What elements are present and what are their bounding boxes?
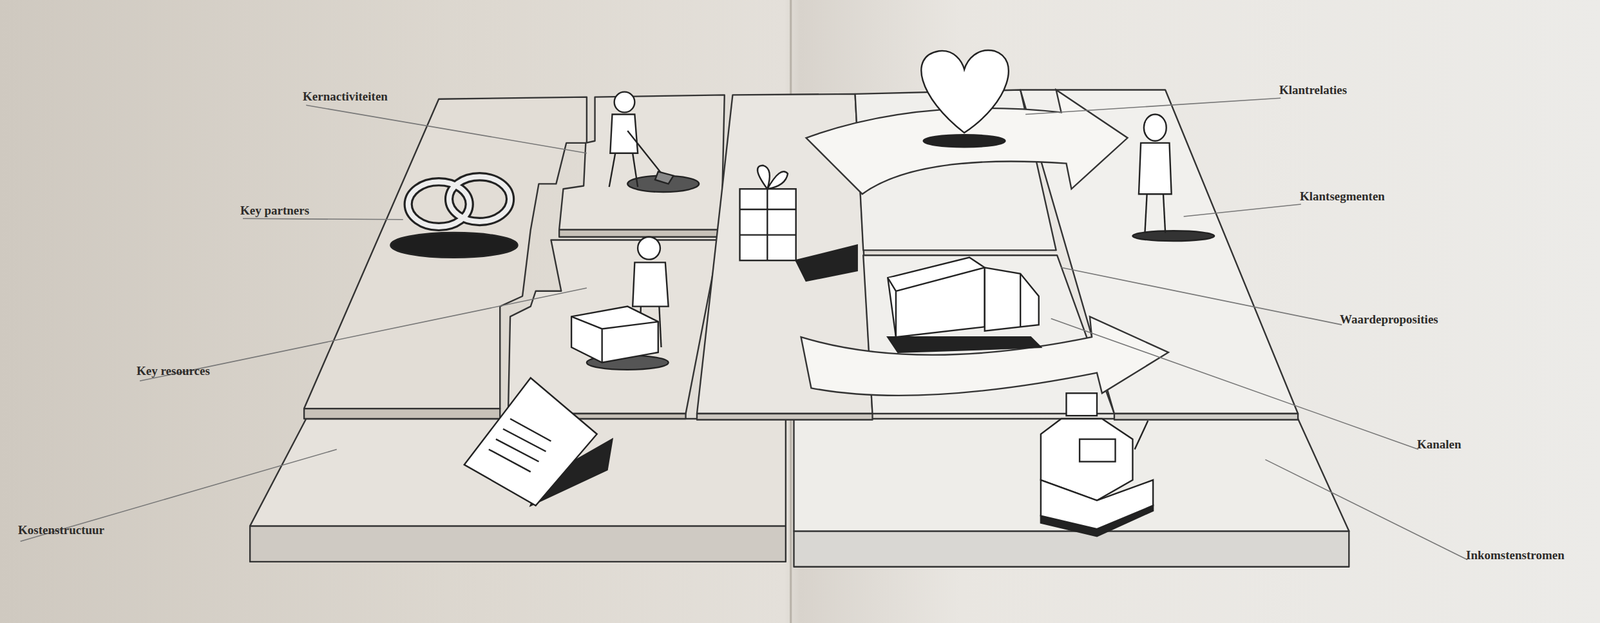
leader-line-part <box>1051 318 1419 450</box>
leader-line-part <box>1025 97 1281 115</box>
worker-icon <box>609 92 699 192</box>
cost-structure-block-part <box>249 525 786 562</box>
leader-line-part <box>1061 267 1343 325</box>
block-label: Kostenstructuur <box>18 523 105 538</box>
worker-icon-part <box>632 153 638 187</box>
revenue-streams-block <box>793 418 1349 567</box>
truck-icon-part <box>887 267 985 337</box>
customer-icon-part <box>1144 193 1147 233</box>
block-label: Inkomstenstromen <box>1466 548 1565 563</box>
worker-icon-part <box>655 171 674 184</box>
leader-line-part <box>242 218 404 220</box>
customer-icon-part <box>1143 114 1167 142</box>
block-label: Kanalen <box>1417 438 1462 452</box>
invoice-icon-part <box>464 378 598 506</box>
flow-arrow <box>801 90 1169 396</box>
leader-line <box>20 97 1468 560</box>
leader-line-part <box>305 104 587 154</box>
truck-icon-part <box>1019 273 1021 327</box>
block-label: Key partners <box>240 204 310 218</box>
worker-icon-part <box>614 92 636 113</box>
rings-icon <box>390 176 518 258</box>
key-activities-block-part <box>559 94 725 230</box>
resource-icon-part <box>632 262 668 306</box>
cash-register-icon-part <box>1066 392 1097 416</box>
resource-icon-part <box>571 306 659 363</box>
resource-icon-part <box>571 316 659 362</box>
rings-icon-part <box>448 176 511 222</box>
worker-icon-part <box>627 130 663 176</box>
customer-segments-block-part <box>1114 413 1298 420</box>
block-label: Kernactiviteiten <box>302 90 388 104</box>
cash-register-icon <box>1040 392 1153 536</box>
truck-icon <box>887 257 1041 352</box>
rings-icon-part <box>390 232 518 258</box>
resource-icon-part <box>637 237 661 260</box>
worker-icon-part <box>609 153 616 187</box>
cash-register-icon-part <box>1134 420 1149 449</box>
truck-icon-part <box>887 336 1041 353</box>
block-label: Klantsegmenten <box>1299 190 1385 204</box>
key-partners-block-part <box>304 408 500 419</box>
rings-icon-part <box>408 181 470 227</box>
block-label: Key resources <box>136 364 210 379</box>
invoice-icon-part <box>495 439 540 462</box>
revenue-streams-block-part <box>793 530 1349 567</box>
leader-line-part <box>1265 459 1468 560</box>
rings-icon-part <box>448 176 511 222</box>
key-activities-block-part <box>559 229 722 238</box>
value-proposition-block-part <box>696 413 873 420</box>
customer-icon-part <box>1163 193 1166 233</box>
truck-icon-part <box>887 257 985 337</box>
customer-icon-part <box>1138 142 1172 194</box>
invoice-icon <box>464 378 613 506</box>
resource-icon <box>571 237 668 370</box>
gift-icon-part <box>757 165 788 189</box>
invoice-icon-part <box>503 428 547 452</box>
leader-line-part <box>1183 204 1302 217</box>
rings-icon-part <box>408 181 470 227</box>
gift-icon-part <box>796 244 858 281</box>
block-label: Klantrelaties <box>1279 83 1347 98</box>
invoice-icon-part <box>510 418 551 442</box>
heart-icon <box>921 50 1009 147</box>
worker-icon-part <box>609 114 638 154</box>
revenue-streams-block-part <box>793 418 1349 531</box>
block-label: Waardeproposities <box>1339 313 1439 327</box>
gift-icon-part <box>766 188 768 261</box>
customer-icon <box>1132 114 1215 242</box>
cash-register-icon-part <box>1040 479 1153 529</box>
gift-icon <box>740 165 858 281</box>
key-activities-block <box>559 94 725 237</box>
truck-icon-part <box>984 267 1039 331</box>
cash-register-icon-part <box>1079 439 1115 462</box>
heart-icon-part <box>923 134 1006 147</box>
heart-icon-part <box>921 50 1009 133</box>
gift-icon-part <box>740 188 797 261</box>
invoice-icon-part <box>488 449 531 473</box>
resource-icon-part <box>658 306 661 348</box>
